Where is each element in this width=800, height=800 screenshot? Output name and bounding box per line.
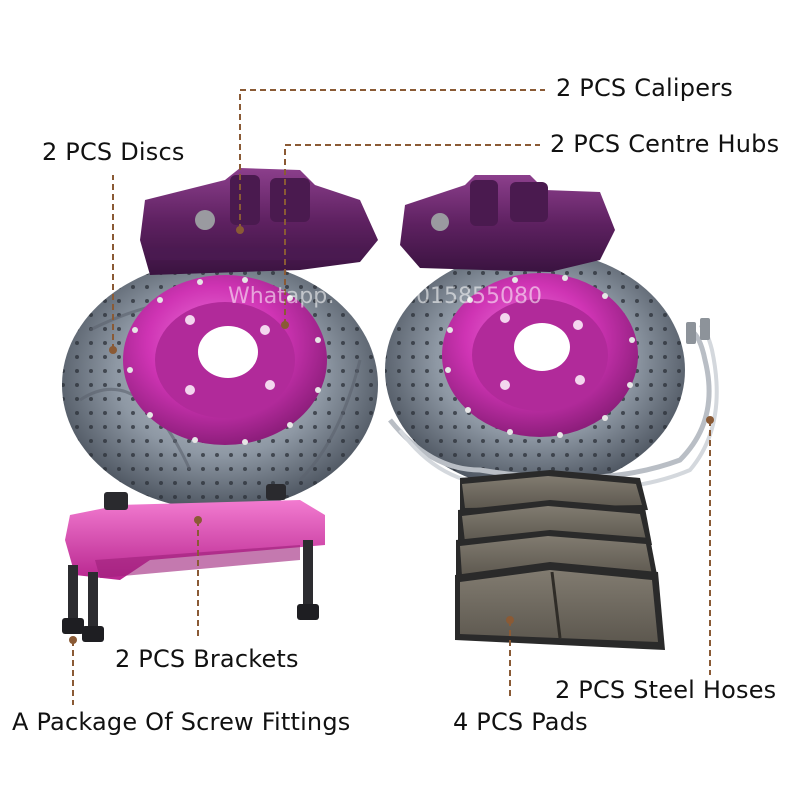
left-centre-hub — [123, 275, 327, 445]
watermark-contact: Whatapp:+86 19015855080 — [228, 284, 543, 309]
label-steel-hoses: 2 PCS Steel Hoses — [555, 676, 777, 704]
label-brackets: 2 PCS Brackets — [115, 645, 299, 673]
label-calipers: 2 PCS Calipers — [556, 74, 733, 102]
left-caliper — [140, 168, 378, 275]
label-centre-hubs: 2 PCS Centre Hubs — [550, 130, 780, 158]
right-centre-hub — [442, 273, 638, 438]
leader-dots — [69, 226, 714, 644]
right-caliper — [400, 175, 615, 272]
leader-lines — [72, 89, 711, 705]
label-pads: 4 PCS Pads — [453, 708, 588, 736]
screw-fittings — [62, 540, 319, 642]
label-screw-fittings: A Package Of Screw Fittings — [12, 708, 351, 736]
brake-pads — [455, 470, 665, 650]
label-discs: 2 PCS Discs — [42, 138, 185, 166]
